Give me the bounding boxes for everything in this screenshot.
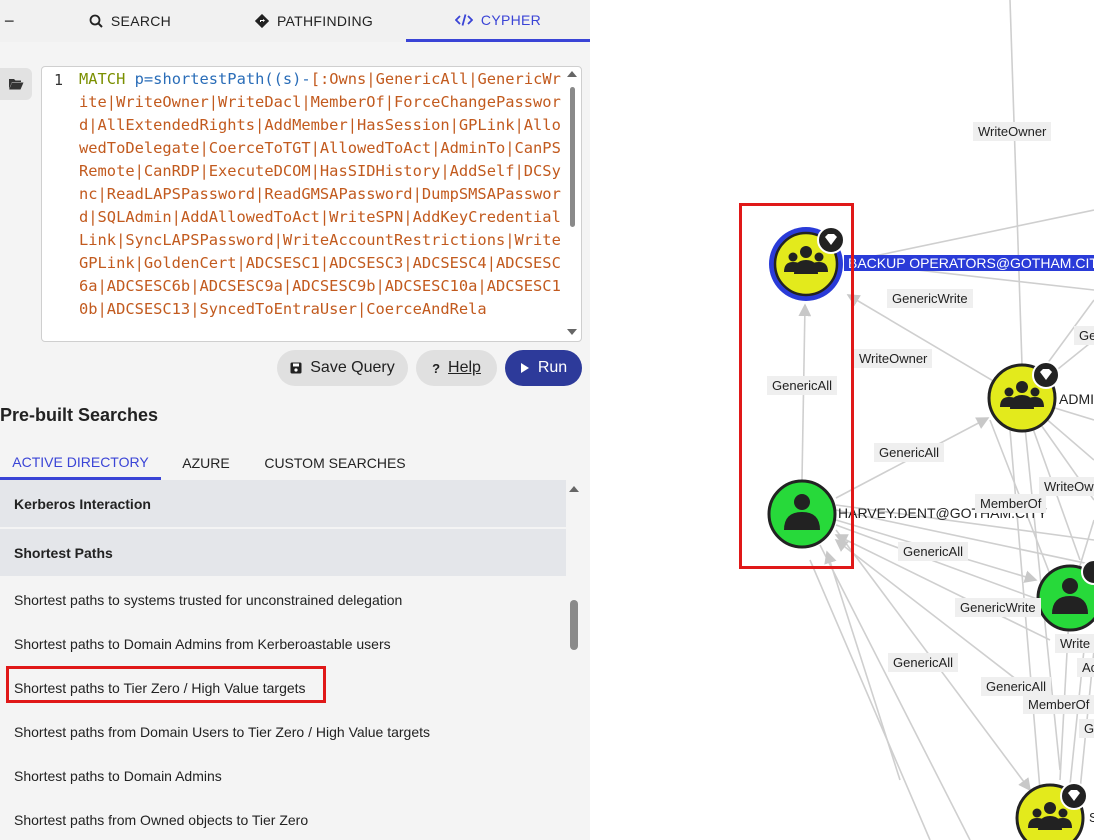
top-tabs: − SEARCH PATHFINDING CYPHER: [0, 0, 590, 42]
prebuilt-search-list: Kerberos Interaction Shortest Paths Shor…: [0, 480, 566, 840]
edge-label[interactable]: GenericAll: [888, 653, 958, 672]
edge-label[interactable]: GenericAll: [898, 542, 968, 561]
highlight-box-path: [739, 203, 854, 569]
user-icon: [1052, 578, 1088, 614]
search-icon: [89, 14, 103, 28]
search-item[interactable]: Shortest paths to Domain Admins: [14, 768, 222, 784]
tab-cypher[interactable]: CYPHER: [406, 0, 590, 42]
edge-label[interactable]: WriteOw: [1039, 477, 1094, 496]
edge: [835, 524, 1041, 601]
query-relationships: [:Owns|GenericAll|GenericWrite|WriteOwne…: [79, 70, 561, 318]
tab-search[interactable]: SEARCH: [60, 0, 200, 42]
query-keyword: MATCH: [79, 70, 126, 88]
edge: [1009, 0, 1023, 366]
group-shortest-paths[interactable]: Shortest Paths: [0, 529, 566, 576]
play-icon: [520, 362, 530, 374]
node-admins[interactable]: [987, 361, 1060, 433]
edge: [835, 509, 1094, 566]
edge: [834, 534, 1051, 641]
code-icon: [454, 13, 473, 27]
edge-label[interactable]: Write: [1055, 634, 1094, 653]
editor-scroll-up-icon[interactable]: [567, 71, 577, 77]
prebuilt-tabs: ACTIVE DIRECTORY AZURE CUSTOM SEARCHES: [0, 446, 566, 480]
save-icon: [290, 362, 302, 374]
save-query-button[interactable]: Save Query: [277, 350, 408, 386]
cypher-editor[interactable]: 1 MATCH p=shortestPath((s)-[:Owns|Generi…: [41, 66, 582, 342]
edge: [835, 504, 1094, 541]
edge-label[interactable]: Ac: [1077, 658, 1094, 677]
edge-label[interactable]: GenericWrite: [887, 289, 973, 308]
save-query-label: Save Query: [310, 359, 395, 376]
search-item[interactable]: Shortest paths from Domain Users to Tier…: [14, 724, 431, 740]
editor-scrollbar[interactable]: [570, 87, 575, 227]
edge-label[interactable]: GenericAll: [874, 443, 944, 462]
edge: [809, 559, 931, 840]
help-label: Help: [448, 359, 481, 376]
list-scrollbar[interactable]: [570, 600, 578, 650]
tab-cypher-label: CYPHER: [480, 11, 542, 28]
prebuilt-searches-title: Pre-built Searches: [0, 405, 159, 425]
edge-label[interactable]: GenericAll: [981, 677, 1051, 696]
folder-open-icon[interactable]: [0, 68, 32, 100]
tab-custom-searches[interactable]: CUSTOM SEARCHES: [264, 455, 406, 471]
tab-pathfinding-label: PATHFINDING: [276, 13, 374, 29]
collapse-icon[interactable]: −: [4, 11, 15, 31]
search-item[interactable]: Shortest paths from Owned objects to Tie…: [14, 812, 309, 828]
tab-active-directory[interactable]: ACTIVE DIRECTORY: [0, 446, 161, 480]
edge-label[interactable]: Ge: [1074, 326, 1094, 345]
node-group-bottom[interactable]: [1015, 782, 1088, 840]
node-backup-operators[interactable]: [769, 226, 845, 301]
node-harvey-dent[interactable]: [767, 479, 837, 549]
search-item[interactable]: Shortest paths to systems trusted for un…: [14, 592, 403, 608]
node-label-admins[interactable]: ADMI: [1059, 391, 1094, 407]
search-item-tier-zero[interactable]: Shortest paths to Tier Zero / High Value…: [14, 680, 306, 696]
edge: [834, 539, 1031, 691]
group-icon: [1000, 381, 1044, 409]
highlight-box-search-item: [6, 666, 326, 703]
run-button[interactable]: Run: [505, 350, 582, 386]
edge-label[interactable]: GenericWrite: [955, 598, 1041, 617]
tab-azure[interactable]: AZURE: [182, 455, 230, 471]
group-icon: [1028, 802, 1072, 830]
search-item[interactable]: Shortest paths to Domain Admins from Ker…: [14, 636, 391, 652]
edge-label[interactable]: GenericAll: [767, 376, 837, 395]
edge-label[interactable]: S: [1089, 810, 1094, 825]
list-scroll-up-icon[interactable]: [569, 486, 579, 492]
help-button[interactable]: ? Help: [416, 350, 497, 386]
edge: [845, 209, 1094, 263]
run-label: Run: [537, 359, 568, 376]
editor-scroll-down-icon[interactable]: [567, 329, 577, 335]
edge-label[interactable]: MemberOf: [1023, 695, 1094, 714]
graph-canvas[interactable]: BACKUP OPERATORS@GOTHAM.CITY HARVEY.DENT…: [590, 0, 1094, 840]
query-function: =shortestPath((s)-: [143, 70, 311, 88]
node-label-backup-operators[interactable]: BACKUP OPERATORS@GOTHAM.CITY: [844, 255, 1094, 271]
user-icon: [784, 494, 820, 530]
node-user-right[interactable]: [1036, 559, 1094, 632]
group-icon: [784, 246, 828, 274]
help-icon: ?: [432, 360, 441, 376]
tab-search-label: SEARCH: [110, 13, 172, 29]
query-variable: p: [134, 70, 144, 88]
edge-label[interactable]: G: [1079, 719, 1094, 738]
cypher-query-text[interactable]: MATCH p=shortestPath((s)-[:Owns|GenericA…: [79, 67, 563, 321]
edge-label[interactable]: MemberOf: [975, 494, 1047, 513]
edge-label[interactable]: WriteOwner: [973, 122, 1052, 141]
tab-pathfinding[interactable]: PATHFINDING: [234, 0, 394, 42]
edge-label[interactable]: WriteOwner: [854, 349, 933, 368]
left-panel: − SEARCH PATHFINDING CYPHER: [0, 0, 590, 840]
line-number: 1: [54, 71, 64, 89]
directions-icon: [254, 14, 269, 28]
edge: [819, 544, 971, 840]
group-kerberos-interaction[interactable]: Kerberos Interaction: [0, 480, 566, 527]
